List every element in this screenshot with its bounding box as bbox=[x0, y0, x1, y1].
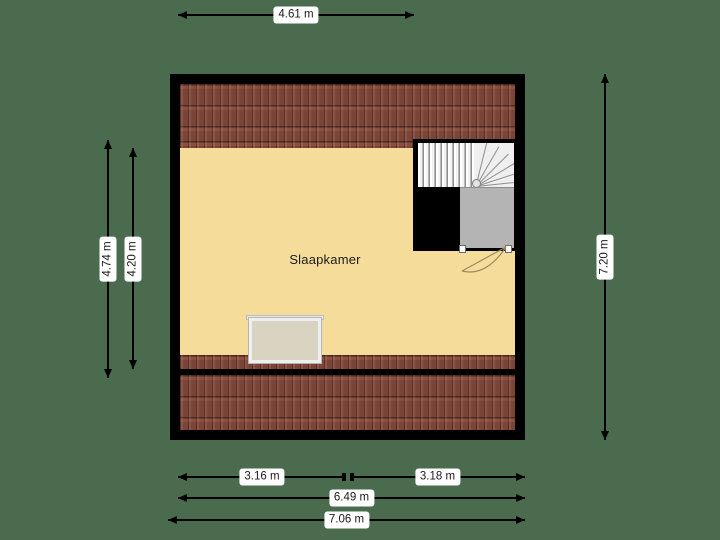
stair-landing bbox=[460, 187, 514, 248]
door-jamb-right bbox=[505, 245, 512, 253]
arrow-right-icon bbox=[516, 493, 525, 502]
dimension-label: 3.18 m bbox=[414, 468, 461, 486]
staircase bbox=[418, 143, 514, 187]
dimension-label: 7.20 m bbox=[596, 234, 614, 280]
stair-newel-post bbox=[472, 179, 481, 187]
arrow-left-icon bbox=[178, 10, 187, 19]
arrow-left-icon bbox=[178, 493, 187, 502]
dimension-tick bbox=[350, 473, 354, 481]
arrow-left-icon bbox=[168, 515, 177, 524]
dimension-label: 6.49 m bbox=[328, 489, 375, 507]
arrow-down-icon bbox=[103, 369, 112, 378]
dimension-tick bbox=[342, 473, 346, 481]
dormer-window bbox=[249, 318, 321, 363]
door-swing-arc bbox=[461, 246, 507, 273]
roof-area-bottom bbox=[180, 375, 515, 430]
arrow-down-icon bbox=[600, 431, 609, 440]
stair-straight-treads bbox=[418, 143, 476, 187]
roof-area-top bbox=[180, 84, 515, 141]
dimension-bottom-right-segment: 3.18 m bbox=[350, 467, 525, 487]
arrow-left-icon bbox=[178, 472, 187, 481]
arrow-up-icon bbox=[128, 148, 137, 157]
dimension-label: 7.06 m bbox=[323, 511, 370, 529]
dimension-label: 4.74 m bbox=[99, 236, 117, 282]
arrow-right-icon bbox=[516, 515, 525, 524]
dimension-top-width: 4.61 m bbox=[178, 5, 414, 25]
dimension-right-height: 7.20 m bbox=[595, 74, 615, 440]
arrow-up-icon bbox=[600, 74, 609, 83]
dimension-left-outer: 4.74 m bbox=[98, 140, 118, 378]
arrow-right-icon bbox=[516, 472, 525, 481]
roof-area-mid bbox=[180, 355, 515, 369]
dimension-label: 4.61 m bbox=[273, 6, 319, 24]
arrow-up-icon bbox=[103, 140, 112, 149]
door-jamb-left bbox=[459, 245, 466, 253]
dimension-label: 4.20 m bbox=[124, 235, 142, 282]
dimension-bottom-total: 7.06 m bbox=[168, 510, 525, 530]
dimension-left-inner: 4.20 m bbox=[123, 148, 143, 369]
dimension-bottom-mid: 6.49 m bbox=[178, 488, 525, 508]
stair-winder-treads bbox=[475, 143, 514, 187]
room-label-slaapkamer: Slaapkamer bbox=[289, 252, 361, 267]
dimension-bottom-left-segment: 3.16 m bbox=[178, 467, 346, 487]
dimension-label: 3.16 m bbox=[239, 468, 285, 486]
arrow-down-icon bbox=[128, 360, 137, 369]
arrow-right-icon bbox=[405, 10, 414, 19]
